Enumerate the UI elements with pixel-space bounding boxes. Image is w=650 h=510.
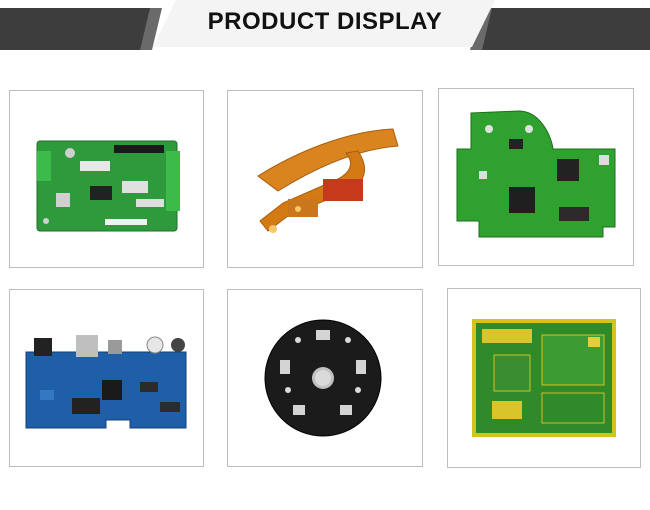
green-control-pcb-image [36,140,180,232]
product-tile-2[interactable] [227,90,423,268]
product-tile-5[interactable] [227,289,423,467]
gold-bga-pcb-image [472,319,616,437]
product-tile-4[interactable] [9,289,204,467]
page-title: PRODUCT DISPLAY [207,8,443,35]
product-tile-3[interactable] [438,88,634,266]
green-sensor-pcb-image [456,110,616,238]
product-tile-1[interactable] [9,90,204,268]
header-banner: PRODUCT DISPLAY [0,0,650,50]
product-tile-6[interactable] [447,288,641,468]
blue-av-pcb-image [25,335,187,429]
flexible-pcb-image [257,128,399,233]
black-round-led-pcb-image [264,319,382,437]
banner-background [0,0,650,50]
